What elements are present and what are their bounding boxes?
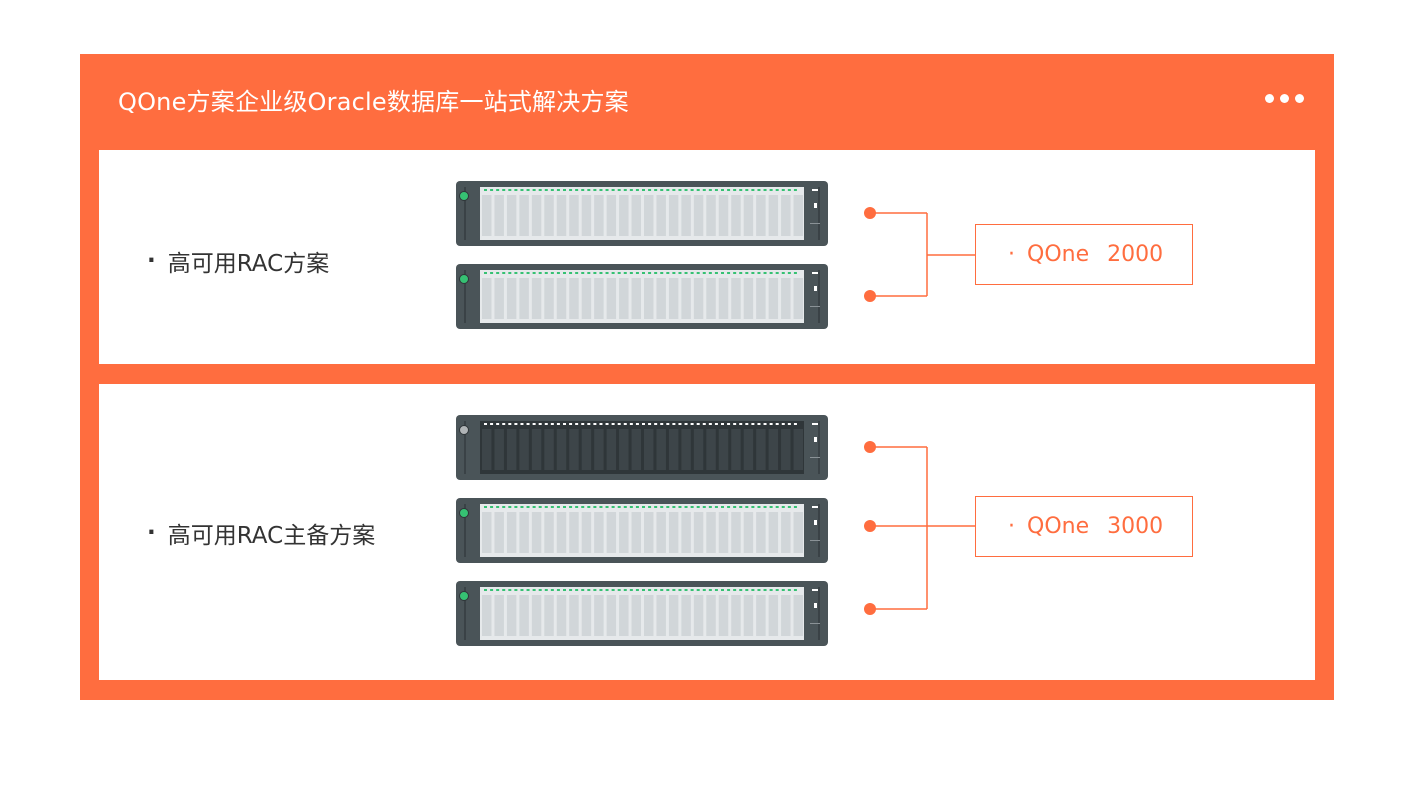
- card-title: QOne方案企业级Oracle数据库一站式解决方案: [118, 88, 629, 116]
- product-box-qone-3000: · QOne 3000: [975, 496, 1193, 557]
- server-rack-icon: [456, 498, 828, 563]
- connector-dot: [864, 441, 876, 453]
- ellipsis-icon[interactable]: [1265, 94, 1304, 103]
- server-rack-icon: [456, 264, 828, 329]
- connector-dot: [864, 520, 876, 532]
- connector-dot: [864, 290, 876, 302]
- scheme-panel-rac: · 高可用RAC方案 · QOne 2000: [99, 150, 1315, 364]
- scheme-panel-rac-standby: · 高可用RAC主备方案 · QOne 3000: [99, 384, 1315, 680]
- server-diagram: [456, 415, 975, 646]
- connector-lines: [870, 446, 975, 610]
- product-box-qone-2000: · QOne 2000: [975, 224, 1193, 285]
- scheme-label: · 高可用RAC主备方案: [147, 520, 376, 549]
- connector-dot: [864, 603, 876, 615]
- server-diagram: [456, 181, 975, 329]
- server-rack-icon: [456, 581, 828, 646]
- server-rack-icon: [456, 181, 828, 246]
- server-rack-icon: [456, 415, 828, 480]
- scheme-label: · 高可用RAC方案: [147, 248, 330, 277]
- solution-card: QOne方案企业级Oracle数据库一站式解决方案 · 高可用RAC方案 · Q…: [80, 54, 1334, 700]
- connector-lines: [870, 212, 975, 297]
- connector-dot: [864, 207, 876, 219]
